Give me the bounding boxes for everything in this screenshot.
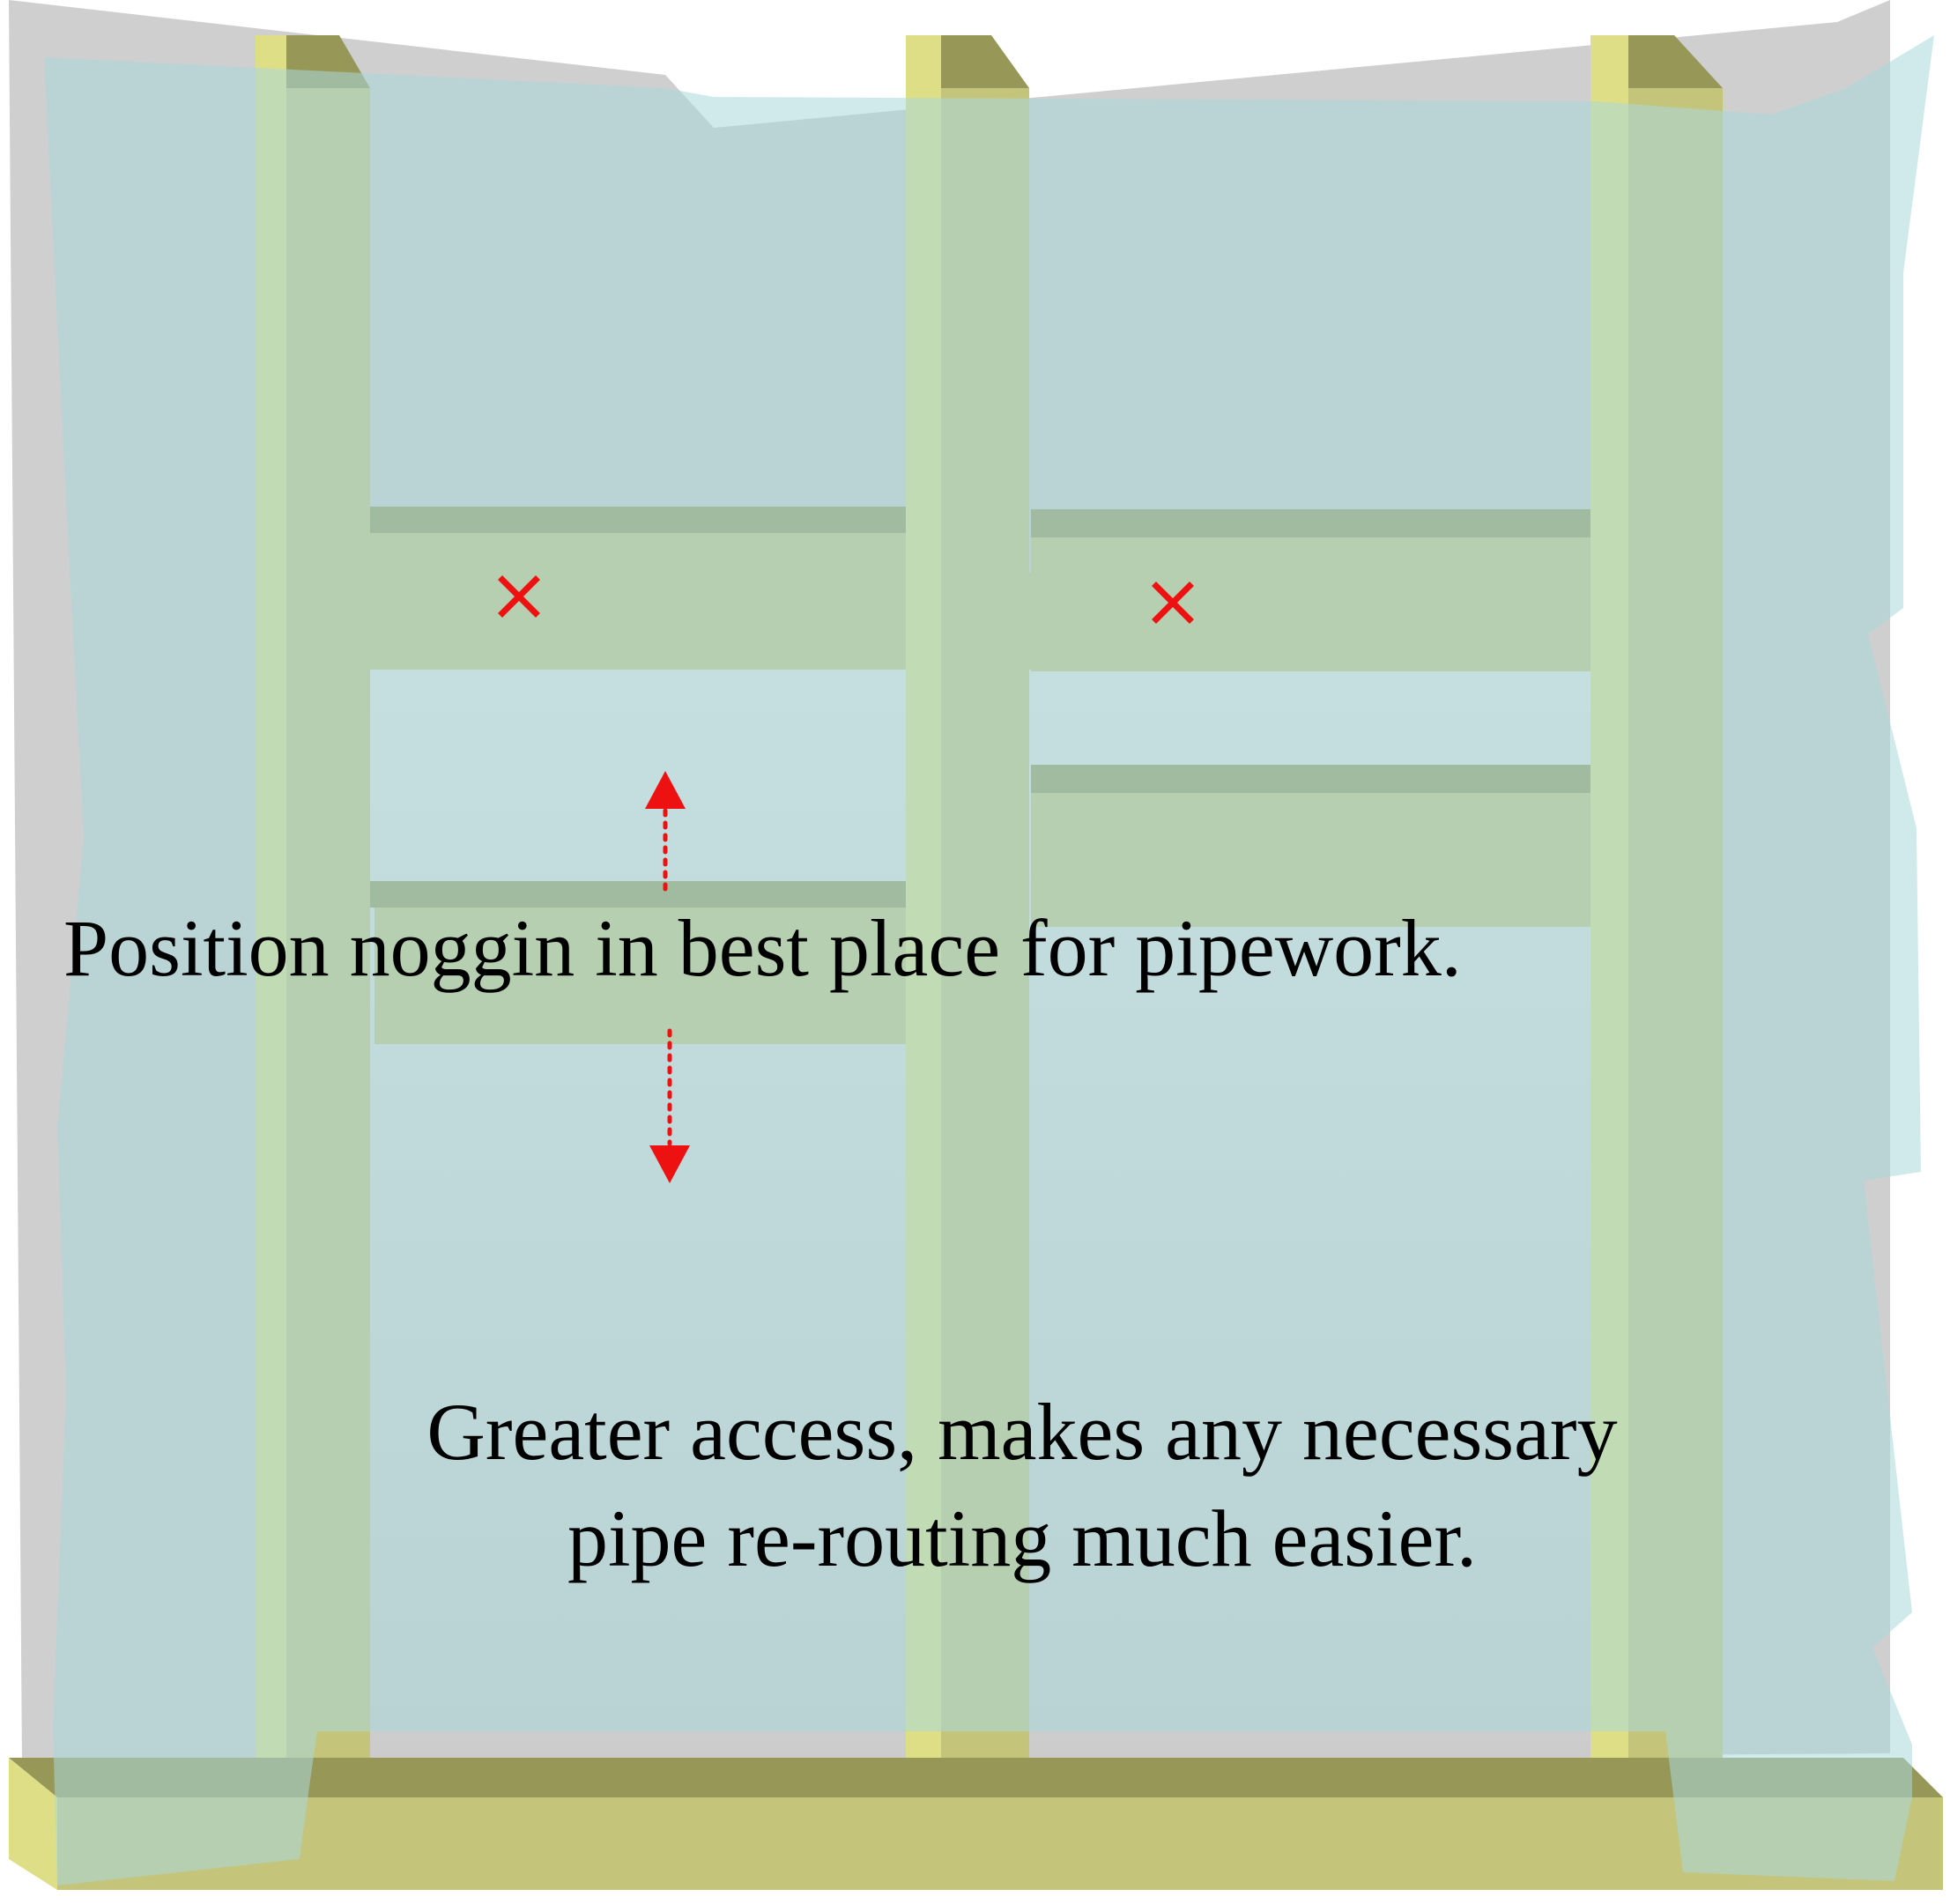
cross-icon xyxy=(1152,582,1194,624)
caption-noggin-position: Position noggin in best place for pipewo… xyxy=(63,903,1462,993)
caption-access-line-2: pipe re-routing much easier. xyxy=(567,1493,1478,1583)
arrow-down-icon xyxy=(649,1028,690,1183)
caption-access-benefit: Greater access, makes any necessary pipe… xyxy=(370,1379,1674,1592)
cross-icon xyxy=(498,575,540,618)
arrow-up-icon xyxy=(645,771,686,897)
sole-plate xyxy=(9,1758,1943,1890)
caption-access-line-1: Greater access, makes any necessary xyxy=(426,1387,1618,1477)
plasterboard-overlay xyxy=(44,35,1934,1885)
